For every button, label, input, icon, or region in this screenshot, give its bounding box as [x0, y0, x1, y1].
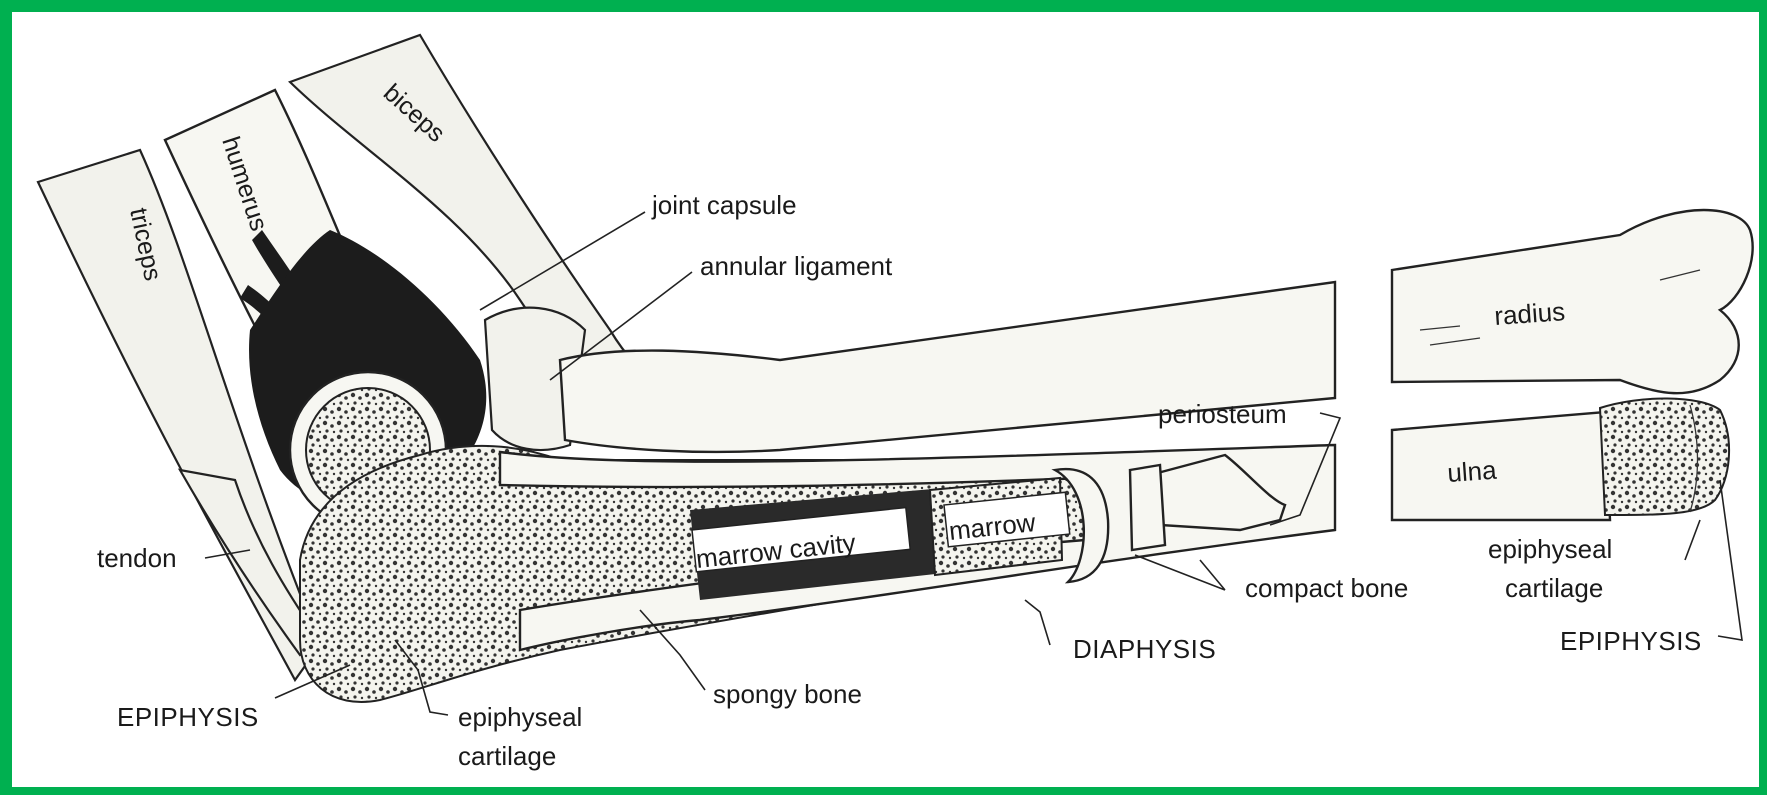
label-epiphysis-right: EPIPHYSIS: [1560, 626, 1702, 656]
label-compact-bone: compact bone: [1245, 573, 1408, 603]
label-ulna: ulna: [1446, 455, 1498, 488]
label-epiphyseal-left-2: cartilage: [458, 741, 556, 771]
label-tendon: tendon: [97, 543, 177, 573]
label-spongy-bone: spongy bone: [713, 679, 862, 709]
label-radius: radius: [1493, 296, 1566, 331]
label-annular-ligament: annular ligament: [700, 251, 893, 281]
label-periosteum: periosteum: [1158, 399, 1287, 429]
label-diaphysis: DIAPHYSIS: [1073, 634, 1216, 664]
label-epiphyseal-left-1: epiphyseal: [458, 702, 582, 732]
label-joint-capsule: joint capsule: [651, 190, 797, 220]
label-epiphyseal-right-2: cartilage: [1505, 573, 1603, 603]
label-epiphysis-left: EPIPHYSIS: [117, 702, 259, 732]
label-epiphyseal-right-1: epiphyseal: [1488, 534, 1612, 564]
